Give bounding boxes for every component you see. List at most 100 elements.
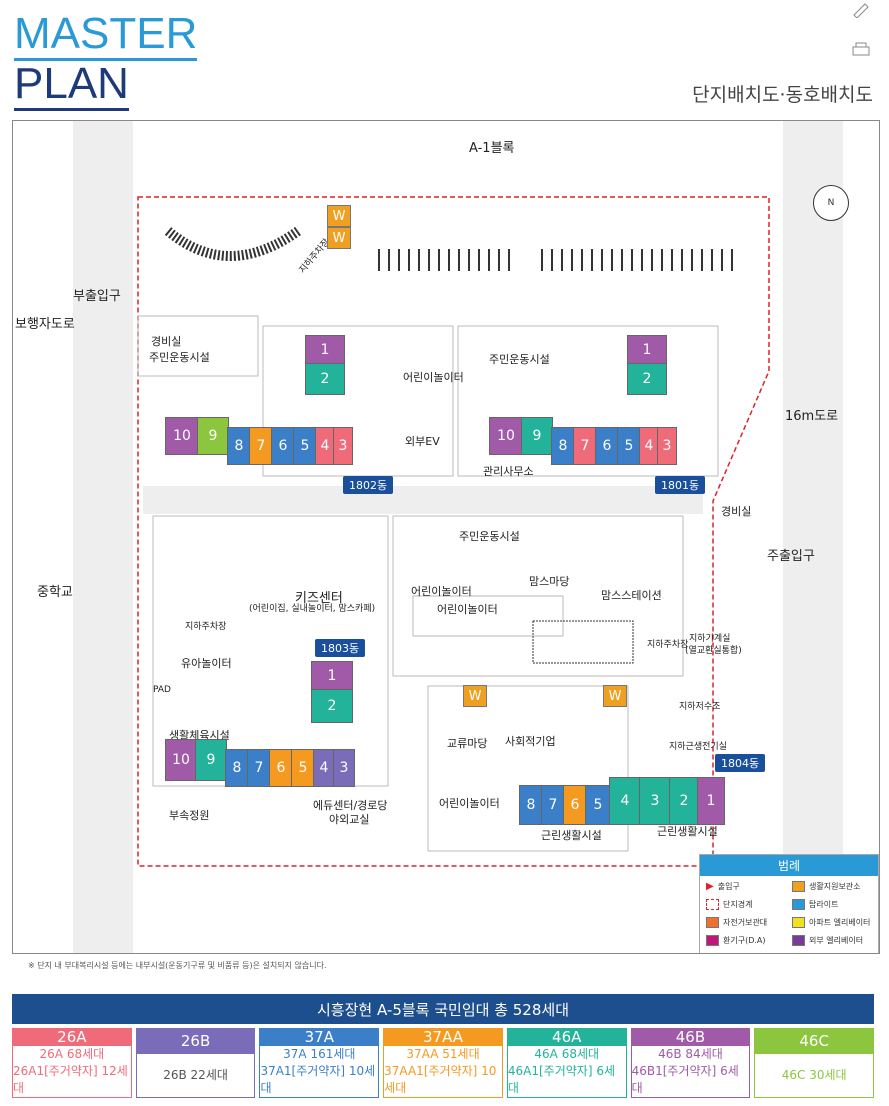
plan-subtitle: 단지배치도·동호배치도 (692, 84, 873, 106)
label-16m-road: 16m도로 (785, 409, 839, 424)
unit-1801-2[interactable]: 2 (627, 363, 667, 395)
dong-1801[interactable]: 1801동 (655, 476, 706, 494)
unit-type-26b: 26B 26B 22세대 (135, 1028, 256, 1098)
unit-1803-7[interactable]: 7 (247, 749, 271, 787)
outer-elevator-icon (792, 935, 805, 946)
dong-1804[interactable]: 1804동 (715, 754, 766, 772)
unit-1801-7[interactable]: 7 (573, 427, 597, 465)
legend-title: 범례 (700, 855, 878, 876)
storage-icon (792, 881, 805, 892)
label-sports3: 주민운동시설 (459, 530, 520, 543)
unit-1801-3[interactable]: 3 (657, 427, 677, 465)
print-icon[interactable] (851, 42, 871, 58)
unit-1802-9[interactable]: 9 (197, 417, 229, 455)
unit-1801-1[interactable]: 1 (627, 335, 667, 365)
legend-outer-ev: 외부 엘리베이터 (792, 935, 863, 946)
label-guard2: 경비실 (721, 505, 752, 518)
bike-icon (706, 917, 719, 928)
dong-1802[interactable]: 1802동 (343, 476, 394, 494)
unit-1802-8[interactable]: 8 (227, 427, 251, 465)
master-title-line2: PLAN (14, 62, 129, 111)
unit-1802-1[interactable]: 1 (305, 335, 345, 365)
label-pad: PAD (153, 685, 171, 695)
label-mech-room: 지하기계실 (689, 634, 731, 644)
label-moms-station: 맘스스테이션 (601, 589, 662, 602)
vent-icon (706, 935, 719, 946)
legend-bike: 자전거보관대 (706, 917, 767, 928)
unit-1803-5[interactable]: 5 (291, 749, 315, 787)
unit-1804-2[interactable]: 2 (669, 777, 699, 825)
toplight-icon (792, 899, 805, 910)
unit-1802-10[interactable]: 10 (165, 417, 199, 455)
label-sub-entrance: 부출입구 (73, 289, 121, 304)
master-title-line1: MASTER (14, 12, 198, 61)
site-boundary (137, 196, 770, 867)
label-power-room: 지하근생전기실 (669, 742, 727, 752)
unit-1804-7[interactable]: 7 (541, 785, 565, 825)
footnote: ※ 단지 내 부대복리시설 등에는 내부시설(운동기구류 및 비품류 등)은 설… (28, 961, 327, 970)
label-edu-center: 에듀센터/경로당 (313, 799, 388, 812)
unit-1804-1[interactable]: 1 (697, 777, 725, 825)
unit-1801-6[interactable]: 6 (595, 427, 619, 465)
legend-storage: 생활지원보관소 (792, 881, 861, 892)
w-box-2: W (327, 227, 351, 249)
edit-icon[interactable] (851, 2, 871, 18)
unit-1803-9[interactable]: 9 (195, 739, 227, 781)
unit-1802-4[interactable]: 4 (315, 427, 335, 465)
unit-1801-4[interactable]: 4 (639, 427, 659, 465)
unit-1804-6[interactable]: 6 (563, 785, 587, 825)
parking-row-1 (378, 249, 513, 271)
label-walkway: 보행자도로 (15, 317, 75, 332)
label-retail2: 근린생활시설 (657, 825, 718, 838)
label-gym: 생활체육시설 (169, 729, 230, 742)
unit-1802-2[interactable]: 2 (305, 363, 345, 395)
unit-1804-3[interactable]: 3 (639, 777, 671, 825)
unit-1801-8[interactable]: 8 (551, 427, 575, 465)
unit-1803-3[interactable]: 3 (333, 749, 355, 787)
label-kids-center: 키즈센터 (295, 591, 343, 606)
unit-1804-8[interactable]: 8 (519, 785, 543, 825)
map-legend: 범례 ▶출입구 생활지원보관소 단지경계 탑라이트 자전거보관대 아파트 엘리베… (699, 854, 879, 953)
unit-type-46c: 46C 46C 30세대 (754, 1028, 875, 1098)
unit-1803-4[interactable]: 4 (313, 749, 335, 787)
unit-1803-8[interactable]: 8 (225, 749, 249, 787)
unit-1803-10[interactable]: 10 (165, 739, 197, 781)
unit-1802-3[interactable]: 3 (333, 427, 353, 465)
label-exchange-yard: 교류마당 (447, 737, 488, 750)
unit-1803-6[interactable]: 6 (269, 749, 293, 787)
unit-1804-5[interactable]: 5 (585, 785, 611, 825)
elevator-icon (792, 917, 805, 928)
unit-1802-5[interactable]: 5 (293, 427, 317, 465)
center-road (143, 486, 703, 514)
unit-1801-9[interactable]: 9 (521, 417, 553, 455)
label-retail1: 근린생활시설 (541, 829, 602, 842)
w-box-4: W (603, 685, 627, 707)
dong-1803[interactable]: 1803동 (315, 639, 366, 657)
label-middle-school: 중학교 (37, 585, 73, 600)
label-guard1: 경비실 (151, 335, 182, 348)
legend-apt-ev: 아파트 엘리베이터 (792, 917, 870, 928)
label-mech-room-sub: (열교환실통합) (685, 646, 742, 656)
label-parking-in3: 지하주차장 (647, 640, 689, 650)
unit-1803-1[interactable]: 1 (311, 661, 353, 691)
label-playground3: 어린이놀이터 (439, 797, 500, 810)
label-block-a1: A-1블록 (469, 141, 515, 156)
label-playground2: 어린이놀이터 (437, 603, 498, 616)
summary-banner: 시흥장현 A-5블록 국민임대 총 528세대 (12, 994, 874, 1024)
east-road (783, 121, 843, 953)
label-playground1: 어린이놀이터 (403, 371, 464, 384)
unit-1801-10[interactable]: 10 (489, 417, 523, 455)
unit-1802-7[interactable]: 7 (249, 427, 273, 465)
unit-1803-2[interactable]: 2 (311, 689, 353, 723)
label-outer-ev: 외부EV (405, 435, 440, 448)
unit-1804-4[interactable]: 4 (609, 777, 641, 825)
site-map: N A-1블록 부출입구 보행자도로 중학교 16m도로 주출입구 경비실 경비… (12, 120, 880, 954)
label-sports1: 주민운동시설 (149, 351, 210, 364)
unit-1801-5[interactable]: 5 (617, 427, 641, 465)
label-mgmt-office: 관리사무소 (483, 465, 534, 478)
unit-1802-6[interactable]: 6 (271, 427, 295, 465)
